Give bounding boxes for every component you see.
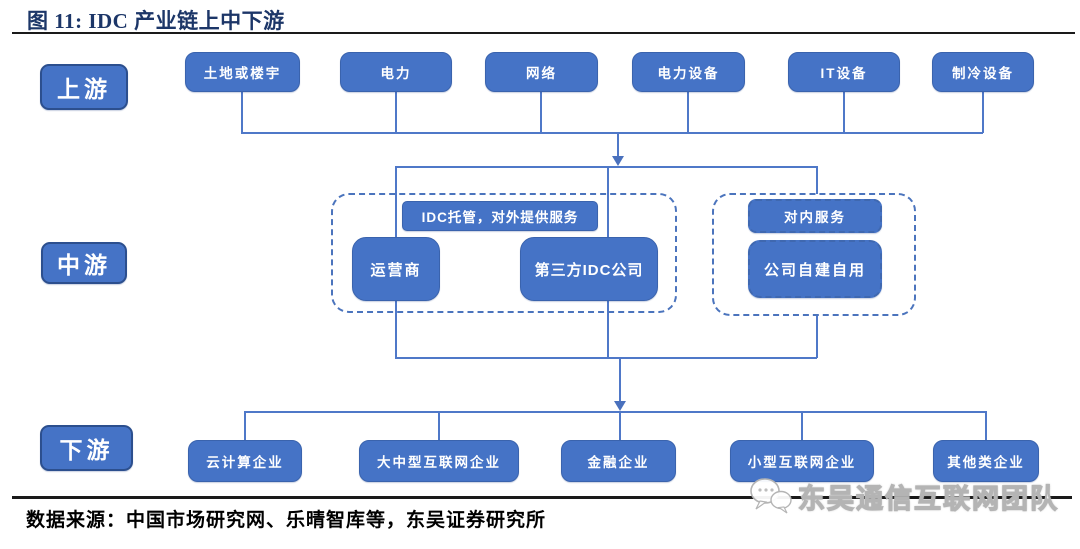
midstream-box-self-built: 公司自建自用 [748, 240, 882, 298]
watermark-text: 东吴通信互联网团队 [797, 483, 1059, 514]
midstream-merge-line [395, 357, 817, 359]
stage-label-upstream: 上游 [40, 64, 128, 110]
upstream-box-power: 电力 [340, 52, 452, 92]
midstream-box-thirdparty-idc: 第三方IDC公司 [520, 237, 658, 301]
downstream-box-large-internet: 大中型互联网企业 [359, 440, 519, 482]
wechat-bubbles-icon [750, 478, 792, 514]
connector-riser-4 [687, 92, 689, 133]
midstream-internal-service-group [712, 193, 916, 316]
midstream-box-idc-hosting-external: IDC托管，对外提供服务 [402, 201, 598, 231]
upstream-box-network: 网络 [485, 52, 598, 92]
stage-label-midstream: 中游 [41, 242, 127, 284]
source-divider-line [12, 496, 1072, 499]
downstream-drop-1 [244, 411, 246, 440]
upstream-box-cooling-equipment: 制冷设备 [932, 52, 1034, 92]
title-divider-line [12, 32, 1075, 34]
data-source-note: 数据来源：中国市场研究网、乐晴智库等，东吴证券研究所 [26, 510, 547, 531]
downstream-box-small-internet: 小型互联网企业 [730, 440, 874, 482]
downstream-drop-4 [801, 411, 803, 440]
upstream-box-it-equipment: IT设备 [788, 52, 900, 92]
connector-riser-2 [395, 92, 397, 133]
midstream-drop-right-upper [816, 166, 818, 194]
downstream-box-finance: 金融企业 [561, 440, 676, 482]
downstream-drop-2 [438, 411, 440, 440]
figure-title: 图 11: IDC 产业链上中下游 [27, 9, 285, 33]
downstream-arrowhead-icon [614, 401, 626, 411]
midstream-split-line [395, 166, 817, 168]
downstream-box-cloud: 云计算企业 [188, 440, 302, 482]
upstream-arrow-shaft [617, 132, 619, 158]
upstream-box-land-building: 土地或楼宇 [185, 52, 300, 92]
upstream-collector-line [241, 132, 983, 134]
connector-riser-3 [540, 92, 542, 133]
downstream-drop-5 [985, 411, 987, 440]
downstream-collector-line [244, 411, 986, 413]
connector-riser-1 [241, 92, 243, 133]
upstream-arrowhead-icon [612, 156, 624, 166]
midstream-box-carriers: 运营商 [352, 237, 440, 301]
watermark: 东吴通信互联网团队 [748, 476, 1059, 516]
downstream-arrow-shaft [619, 357, 621, 403]
downstream-drop-3 [619, 411, 621, 440]
upstream-box-power-equipment: 电力设备 [632, 52, 745, 92]
connector-riser-5 [843, 92, 845, 133]
stage-label-downstream: 下游 [40, 425, 133, 471]
midstream-drop-right-lower [816, 316, 818, 358]
midstream-box-internal-service: 对内服务 [748, 199, 882, 233]
connector-riser-6 [982, 92, 984, 133]
downstream-box-others: 其他类企业 [933, 440, 1039, 482]
midstream-external-service-group [331, 193, 677, 313]
